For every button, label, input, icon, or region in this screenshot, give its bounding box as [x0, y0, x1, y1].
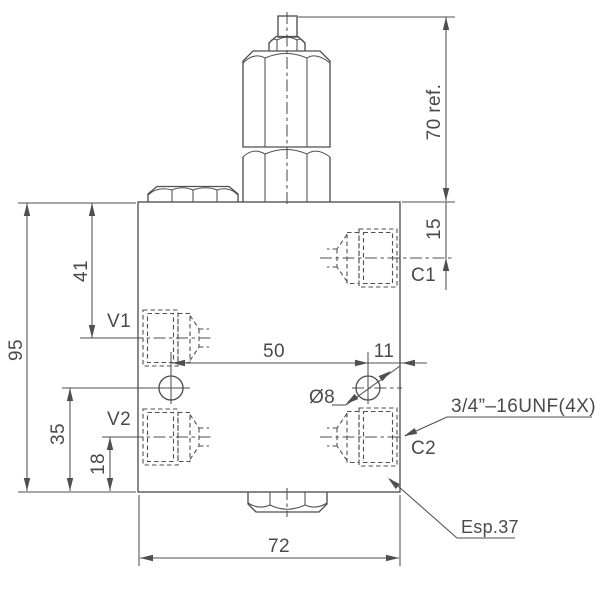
dim-18: 18 [88, 436, 138, 491]
dim-15: 15 [424, 202, 450, 290]
dim-35: 35 [48, 387, 190, 491]
dim-15-text: 15 [424, 218, 445, 240]
upper-hex [242, 50, 331, 148]
port-v1 [131, 309, 212, 367]
dim-72-text: 72 [268, 536, 290, 557]
label-v1: V1 [107, 311, 131, 332]
port-v2 [131, 408, 212, 466]
dim-70ref-text: 70 ref. [424, 84, 445, 141]
dim-41: 41 [71, 203, 138, 339]
annotation-thread-spec: 3/4”–16UNF(4X) [404, 396, 596, 437]
port-c1 [320, 228, 453, 288]
dim-50-text: 50 [263, 341, 285, 362]
label-hole-diameter: Ø8 [309, 387, 335, 408]
label-thread-spec: 3/4”–16UNF(4X) [451, 396, 596, 417]
port-c2 [320, 407, 403, 467]
dim-35-text: 35 [48, 423, 69, 445]
dim-70ref: 70 ref. [298, 16, 455, 203]
label-v2: V2 [107, 409, 131, 430]
adjustment-stem [242, 12, 331, 207]
label-c2: C2 [411, 438, 436, 459]
label-c1: C1 [411, 265, 436, 286]
dim-72: 72 [138, 495, 401, 566]
mounting-hole-right [352, 352, 402, 404]
dim-18-text: 18 [88, 453, 109, 475]
dim-95: 95 [6, 202, 136, 493]
lower-hex [242, 148, 331, 202]
dim-41-text: 41 [71, 260, 92, 282]
mounting-hole-left [158, 352, 184, 404]
annotation-hole-diameter: Ø8 [309, 365, 401, 408]
valve-body [137, 201, 401, 493]
annotation-thickness: Esp.37 [388, 478, 519, 539]
dim-50-11: 50 11 [172, 341, 427, 367]
dim-11-text: 11 [374, 341, 395, 362]
dim-95-text: 95 [6, 339, 27, 361]
label-thickness: Esp.37 [461, 517, 519, 537]
bottom-nut [247, 488, 328, 517]
top-plug [147, 185, 239, 202]
